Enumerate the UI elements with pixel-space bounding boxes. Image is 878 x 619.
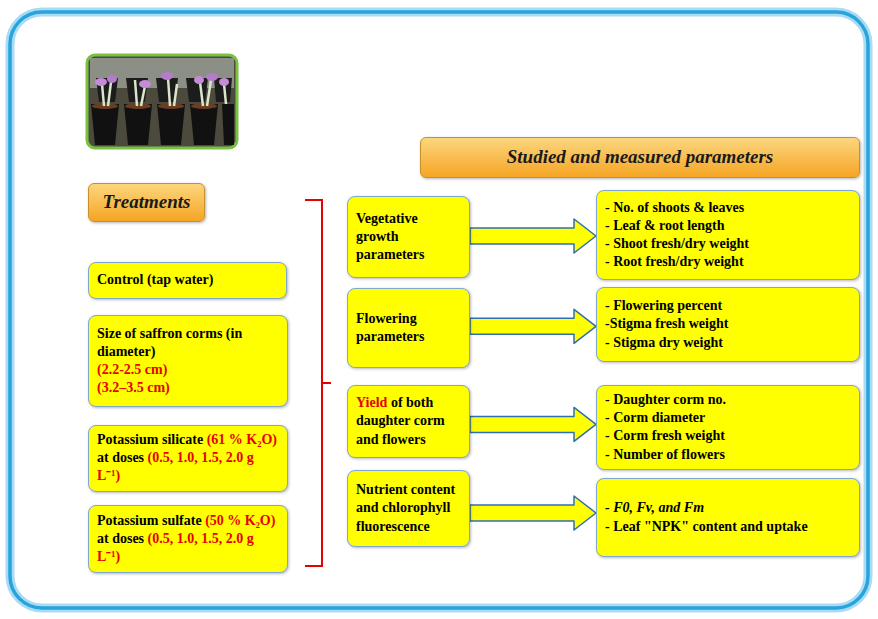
flower — [219, 78, 229, 86]
label-text: - Stigma dry weight — [605, 334, 851, 352]
text-wrap: Vegetative growth parameters — [356, 210, 461, 265]
text-wrap: Treatments — [103, 191, 191, 214]
label-text: (61 % K₂O) — [207, 432, 277, 447]
pot — [91, 104, 119, 145]
label-text: Nutrient content and chlorophyll fluores… — [356, 481, 461, 536]
text-wrap: Potassium sulfate (50 % K₂O) at doses (0… — [97, 512, 279, 567]
parameter-box: Flowering parameters — [347, 288, 470, 368]
text-wrap: Flowering parameters — [356, 310, 461, 346]
label-text: Potassium silicate — [97, 432, 203, 447]
header-box: Treatments — [88, 183, 205, 222]
text-wrap: Studied and measured parameters — [507, 146, 774, 169]
flower — [206, 73, 218, 81]
shoots — [102, 78, 226, 106]
label-text: Control (tap water) — [97, 271, 278, 289]
label-text: - Leaf "NPK" content and uptake — [605, 518, 851, 536]
label-text: - Daughter corm no. — [605, 391, 851, 409]
flower — [95, 78, 107, 86]
soil — [191, 103, 217, 109]
flower — [139, 80, 151, 88]
text-wrap: - F0, Fv, and Fm- Leaf "NPK" content and… — [605, 499, 851, 535]
label-text: Potassium sulfate — [97, 513, 202, 528]
block-arrow — [470, 309, 596, 343]
parameter-box: - Daughter corm no.- Corm diameter- Corm… — [596, 385, 860, 470]
flower — [194, 76, 204, 84]
arrow-shape — [470, 496, 596, 530]
flower — [107, 75, 117, 83]
text-wrap: - Flowering percent-Stigma fresh weight-… — [605, 297, 851, 352]
parameter-box: Yield of both daughter corm and flowers — [347, 385, 470, 458]
arrow-shape — [470, 219, 596, 253]
label-text: at doses — [97, 450, 144, 465]
bracket — [305, 200, 331, 566]
pot — [222, 104, 234, 145]
parameter-box: Vegetative growth parameters — [347, 196, 470, 278]
label-text: Yield — [356, 395, 387, 410]
outer-frame-glow — [10, 12, 868, 608]
parameter-box: - F0, Fv, and Fm- Leaf "NPK" content and… — [596, 478, 860, 557]
parameter-box: Control (tap water) — [88, 262, 287, 299]
label-text: (3.2–3.5 cm) — [97, 379, 279, 397]
photo-frame — [87, 55, 237, 148]
label-text: (2.2-2.5 cm) — [97, 361, 279, 379]
label-text: - Root fresh/dry weight — [605, 253, 851, 271]
label-text: - Corm fresh weight — [605, 427, 851, 445]
label-text: -Stigma fresh weight — [605, 315, 851, 333]
text-wrap: - Daughter corm no.- Corm diameter- Corm… — [605, 391, 851, 464]
arrow-shape — [470, 407, 596, 441]
text-wrap: Nutrient content and chlorophyll fluores… — [356, 481, 461, 536]
label-text: - Corm diameter — [605, 409, 851, 427]
outer-frame — [10, 12, 868, 608]
label-text: Flowering parameters — [356, 310, 461, 346]
label-text: - Leaf & root length — [605, 217, 851, 235]
label-text: - F0, Fv, and Fm — [605, 499, 851, 517]
block-arrow — [470, 407, 596, 441]
flower — [161, 72, 173, 80]
text-wrap: - No. of shoots & leaves- Leaf & root le… — [605, 199, 851, 272]
label-text: at doses — [97, 531, 144, 546]
parameter-box: Nutrient content and chlorophyll fluores… — [347, 470, 470, 547]
header-box: Studied and measured parameters — [420, 137, 860, 178]
pot — [157, 104, 185, 145]
parameter-box: Potassium sulfate (50 % K₂O) at doses (0… — [88, 505, 288, 573]
text-wrap: Control (tap water) — [97, 271, 278, 289]
arrow-shape — [470, 309, 596, 343]
label-text: (50 % K₂O) — [205, 513, 275, 528]
label-text: Studied and measured parameters — [507, 146, 774, 169]
pot — [190, 104, 218, 145]
label-text: - Flowering percent — [605, 297, 851, 315]
label-text: Vegetative growth parameters — [356, 210, 461, 265]
label-text: - Shoot fresh/dry weight — [605, 235, 851, 253]
parameter-box: - Flowering percent-Stigma fresh weight-… — [596, 287, 860, 362]
parameter-box: Size of saffron corms (in diameter)(2.2-… — [88, 315, 288, 407]
text-wrap: Potassium silicate (61 % K₂O) at doses (… — [97, 431, 279, 486]
pot — [124, 104, 152, 145]
label-text: - Number of flowers — [605, 446, 851, 464]
parameter-box: Potassium silicate (61 % K₂O) at doses (… — [88, 425, 288, 492]
saffron-photo — [87, 55, 237, 148]
text-wrap: Yield of both daughter corm and flowers — [356, 394, 461, 449]
block-arrow — [470, 219, 596, 253]
text-wrap: Size of saffron corms (in diameter)(2.2-… — [97, 325, 279, 398]
label-text: - No. of shoots & leaves — [605, 199, 851, 217]
parameter-box: - No. of shoots & leaves- Leaf & root le… — [596, 190, 860, 280]
label-text: Treatments — [103, 191, 191, 214]
block-arrow — [470, 496, 596, 530]
pot — [214, 78, 232, 102]
label-text: Size of saffron corms (in diameter) — [97, 325, 279, 361]
